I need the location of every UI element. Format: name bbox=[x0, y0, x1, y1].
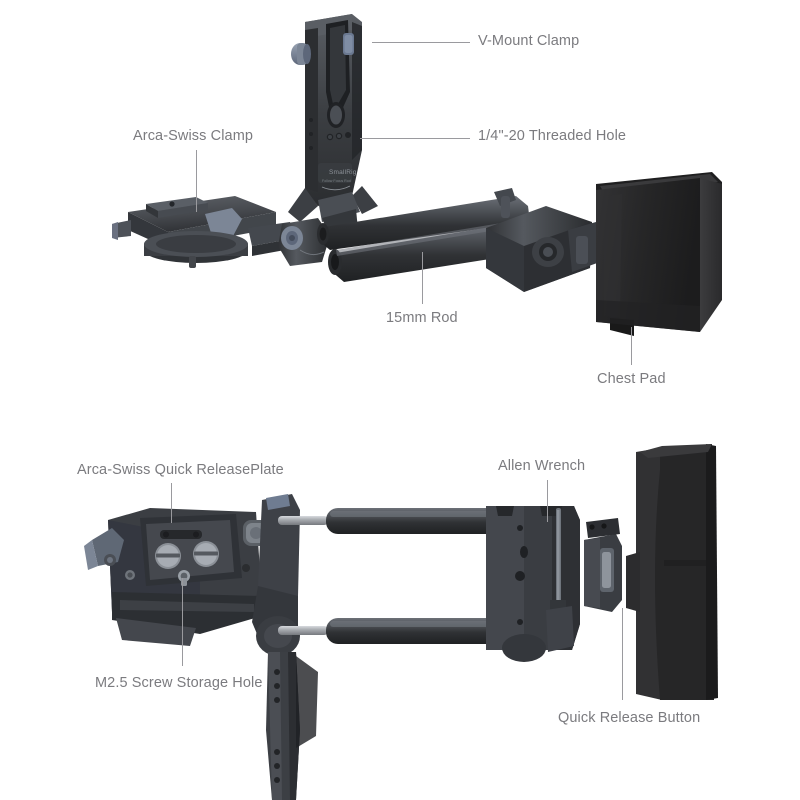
arca-swiss-qr-plate-art bbox=[84, 508, 269, 646]
right-block-art-lower bbox=[486, 506, 580, 662]
label-m25-screw-hole: M2.5 Screw Storage Hole bbox=[95, 675, 263, 691]
label-allen-wrench: Allen Wrench bbox=[498, 458, 586, 474]
label-15mm-rod: 15mm Rod bbox=[386, 310, 458, 326]
leader-line-m25-screw-hole bbox=[182, 578, 183, 666]
leader-line-chest-pad bbox=[631, 327, 632, 365]
chest-mount-block-art-upper bbox=[486, 188, 600, 292]
label-arca-swiss-clamp: Arca-Swiss Clamp bbox=[133, 128, 254, 144]
leader-line-threaded-hole bbox=[360, 138, 470, 139]
rod-clamp-block-art bbox=[278, 218, 330, 266]
15mm-rod-art-upper bbox=[317, 196, 534, 282]
leader-line-allen-wrench bbox=[547, 480, 548, 522]
svg-text:Follow Focus Rod: Follow Focus Rod bbox=[322, 179, 351, 183]
v-mount-clamp-art: SmallRig Follow Focus Rod bbox=[288, 14, 378, 238]
upper-assembly-art: SmallRig Follow Focus Rod bbox=[112, 14, 722, 336]
label-chest-pad: Chest Pad bbox=[597, 371, 666, 387]
chest-pad-art-lower bbox=[626, 444, 718, 700]
quick-release-button-art bbox=[584, 518, 622, 612]
label-quick-release-button: Quick Release Button bbox=[558, 710, 701, 726]
arca-swiss-clamp-art bbox=[112, 196, 296, 268]
leader-line-arca-swiss-clamp bbox=[196, 150, 197, 212]
leader-line-quick-release-button bbox=[622, 608, 623, 700]
label-v-mount-clamp: V-Mount Clamp bbox=[478, 33, 580, 49]
label-threaded-hole: 1/4"-20 Threaded Hole bbox=[478, 128, 627, 144]
leader-line-arca-swiss-qr-plate bbox=[171, 483, 172, 523]
label-arca-swiss-qr-plate: Arca-Swiss Quick ReleasePlate bbox=[77, 462, 284, 478]
center-pivot-column-art bbox=[252, 494, 318, 800]
15mm-rod-art-lower bbox=[278, 508, 546, 644]
chest-pad-art-upper bbox=[596, 172, 722, 336]
leader-line-15mm-rod bbox=[422, 252, 423, 304]
leader-line-v-mount-clamp bbox=[372, 42, 470, 43]
svg-text:SmallRig: SmallRig bbox=[329, 169, 357, 176]
